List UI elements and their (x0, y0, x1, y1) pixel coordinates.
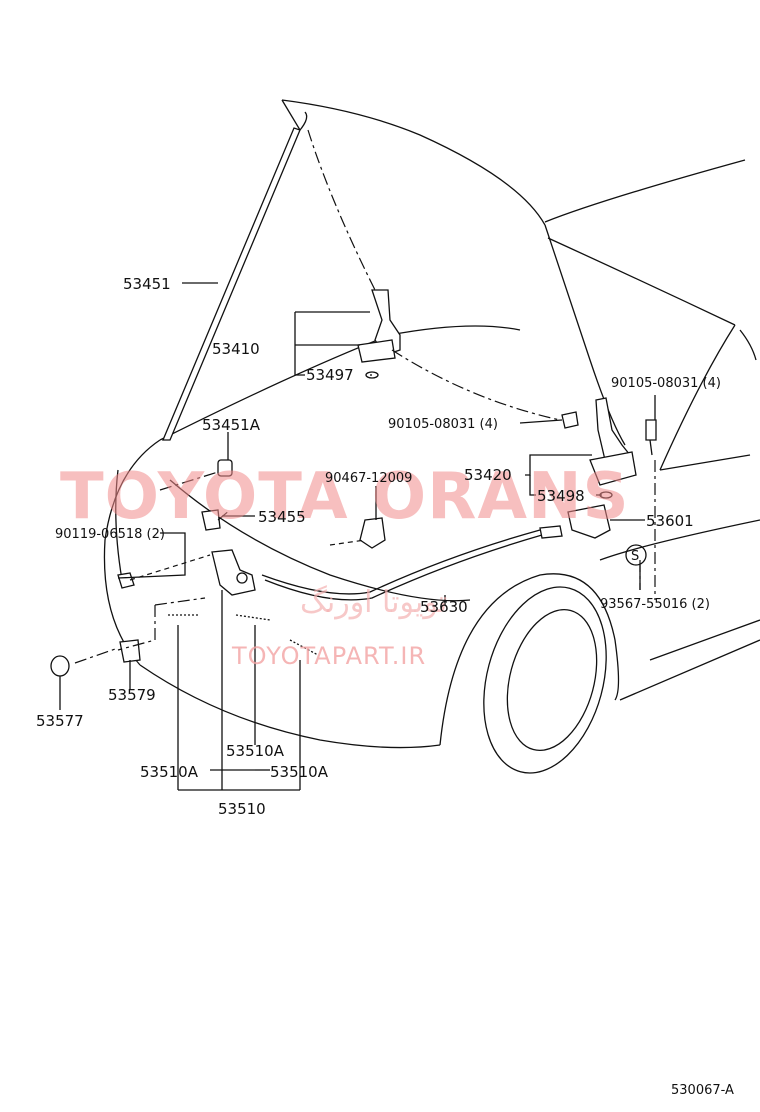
watermark-site: TOYOTAPART.IR (231, 642, 426, 670)
tire-outer (483, 586, 607, 774)
hood-lock-assembly (117, 549, 256, 596)
label-90467: 90467-12009 (325, 471, 412, 486)
label-90119: 90119-06518 (2) (55, 527, 165, 542)
label-53630: 53630 (420, 598, 468, 616)
tire-inner (506, 608, 598, 752)
door-line (649, 619, 760, 661)
windshield-line (544, 159, 746, 223)
label-53420: 53420 (464, 466, 512, 484)
label-53579: 53579 (108, 686, 156, 704)
label-53455: 53455 (258, 508, 306, 526)
label-93567: 93567-55016 (2) (600, 597, 710, 612)
guide-lines (74, 129, 656, 664)
fender-top (659, 454, 751, 471)
headlamp-edge (115, 469, 123, 581)
fender-line (599, 519, 760, 561)
label-53510: 53510 (218, 800, 266, 818)
clip-53451A-icon (217, 459, 233, 477)
label-53510A-mid: 53510A (226, 742, 285, 760)
a-pillar (659, 324, 736, 471)
windshield-edge (739, 329, 757, 361)
spring-right-icon (289, 639, 319, 656)
s-mark-circle (625, 544, 647, 566)
release-cable-2 (264, 534, 543, 601)
hood-stay-rod (162, 127, 301, 441)
label-53601: 53601 (646, 512, 694, 530)
sill-line (619, 639, 760, 701)
label-53498: 53498 (537, 487, 585, 505)
watermark-persian: تویوتا اورنگ (300, 585, 447, 620)
bolt-shank (649, 439, 653, 456)
cushion-53577-icon (50, 655, 70, 677)
clamp-90467-icon (359, 517, 386, 549)
figure-id: 530067-A (671, 1083, 734, 1098)
spring-mid-icon (235, 614, 271, 621)
label-53510A-left: 53510A (140, 763, 199, 781)
cushion-53455-icon (201, 509, 221, 531)
label-53497: 53497 (306, 366, 354, 384)
cowl-line (547, 237, 736, 326)
label-53410: 53410 (212, 340, 260, 358)
bumper-bottom (139, 664, 441, 749)
stay-rod-hook (299, 111, 308, 131)
hood-right-edge (544, 224, 626, 446)
label-53577: 53577 (36, 712, 84, 730)
wheel-arch (439, 573, 620, 746)
front-left-body (103, 439, 161, 666)
label-90105-left: 90105-08031 (4) (388, 417, 498, 432)
label-53451: 53451 (123, 275, 171, 293)
hood-top-edge (281, 99, 546, 226)
leader-lines (59, 282, 656, 791)
part-labels: 53451 53410 53497 53451A 90105-08031 (4)… (36, 275, 721, 818)
car-body-outline (103, 99, 760, 774)
label-53451A: 53451A (202, 416, 261, 434)
cable-end (539, 525, 563, 539)
label-53510A-right: 53510A (270, 763, 329, 781)
hood-hinge-left (357, 289, 401, 379)
hood-corner (281, 99, 301, 131)
bolt-90105-left-icon (561, 411, 579, 429)
release-lever-53601-icon (567, 504, 611, 539)
s-mark-text: S (631, 549, 639, 564)
cushion-53579-icon (119, 639, 141, 663)
label-90105-right: 90105-08031 (4) (611, 376, 721, 391)
release-cable (261, 529, 541, 595)
bolt-90105-right-icon (645, 419, 657, 441)
watermark-brand: TOYOTA ORANS (60, 460, 630, 534)
hood-hinge-right (589, 397, 637, 499)
